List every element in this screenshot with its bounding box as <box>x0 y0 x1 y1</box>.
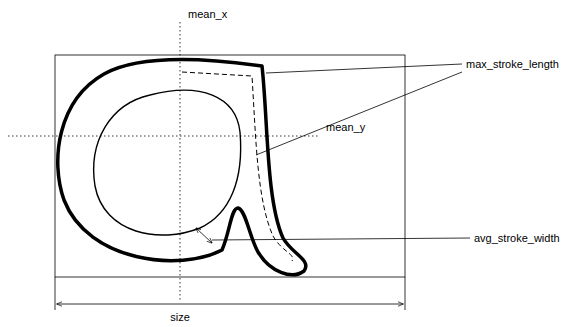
dimension-label: avg_stroke_width <box>474 232 560 245</box>
extension-line <box>55 277 56 310</box>
stroke-skeleton <box>182 72 293 261</box>
glyph-counter <box>94 90 241 235</box>
mean-x-line <box>180 22 181 300</box>
leader-line <box>256 72 462 155</box>
dimension-label: max_stroke_length <box>466 58 559 71</box>
leader-line <box>212 238 470 240</box>
bounding-box <box>55 55 405 277</box>
mean-y-line <box>8 136 318 137</box>
dimension-label: size <box>170 311 190 324</box>
width-arrow <box>196 228 212 243</box>
glyph-outline <box>58 59 306 274</box>
extension-line <box>405 277 406 310</box>
dimension-label: mean_y <box>326 121 365 134</box>
leader-line <box>266 64 462 73</box>
dimension-label: mean_x <box>188 8 227 21</box>
dimension-line <box>57 304 403 305</box>
